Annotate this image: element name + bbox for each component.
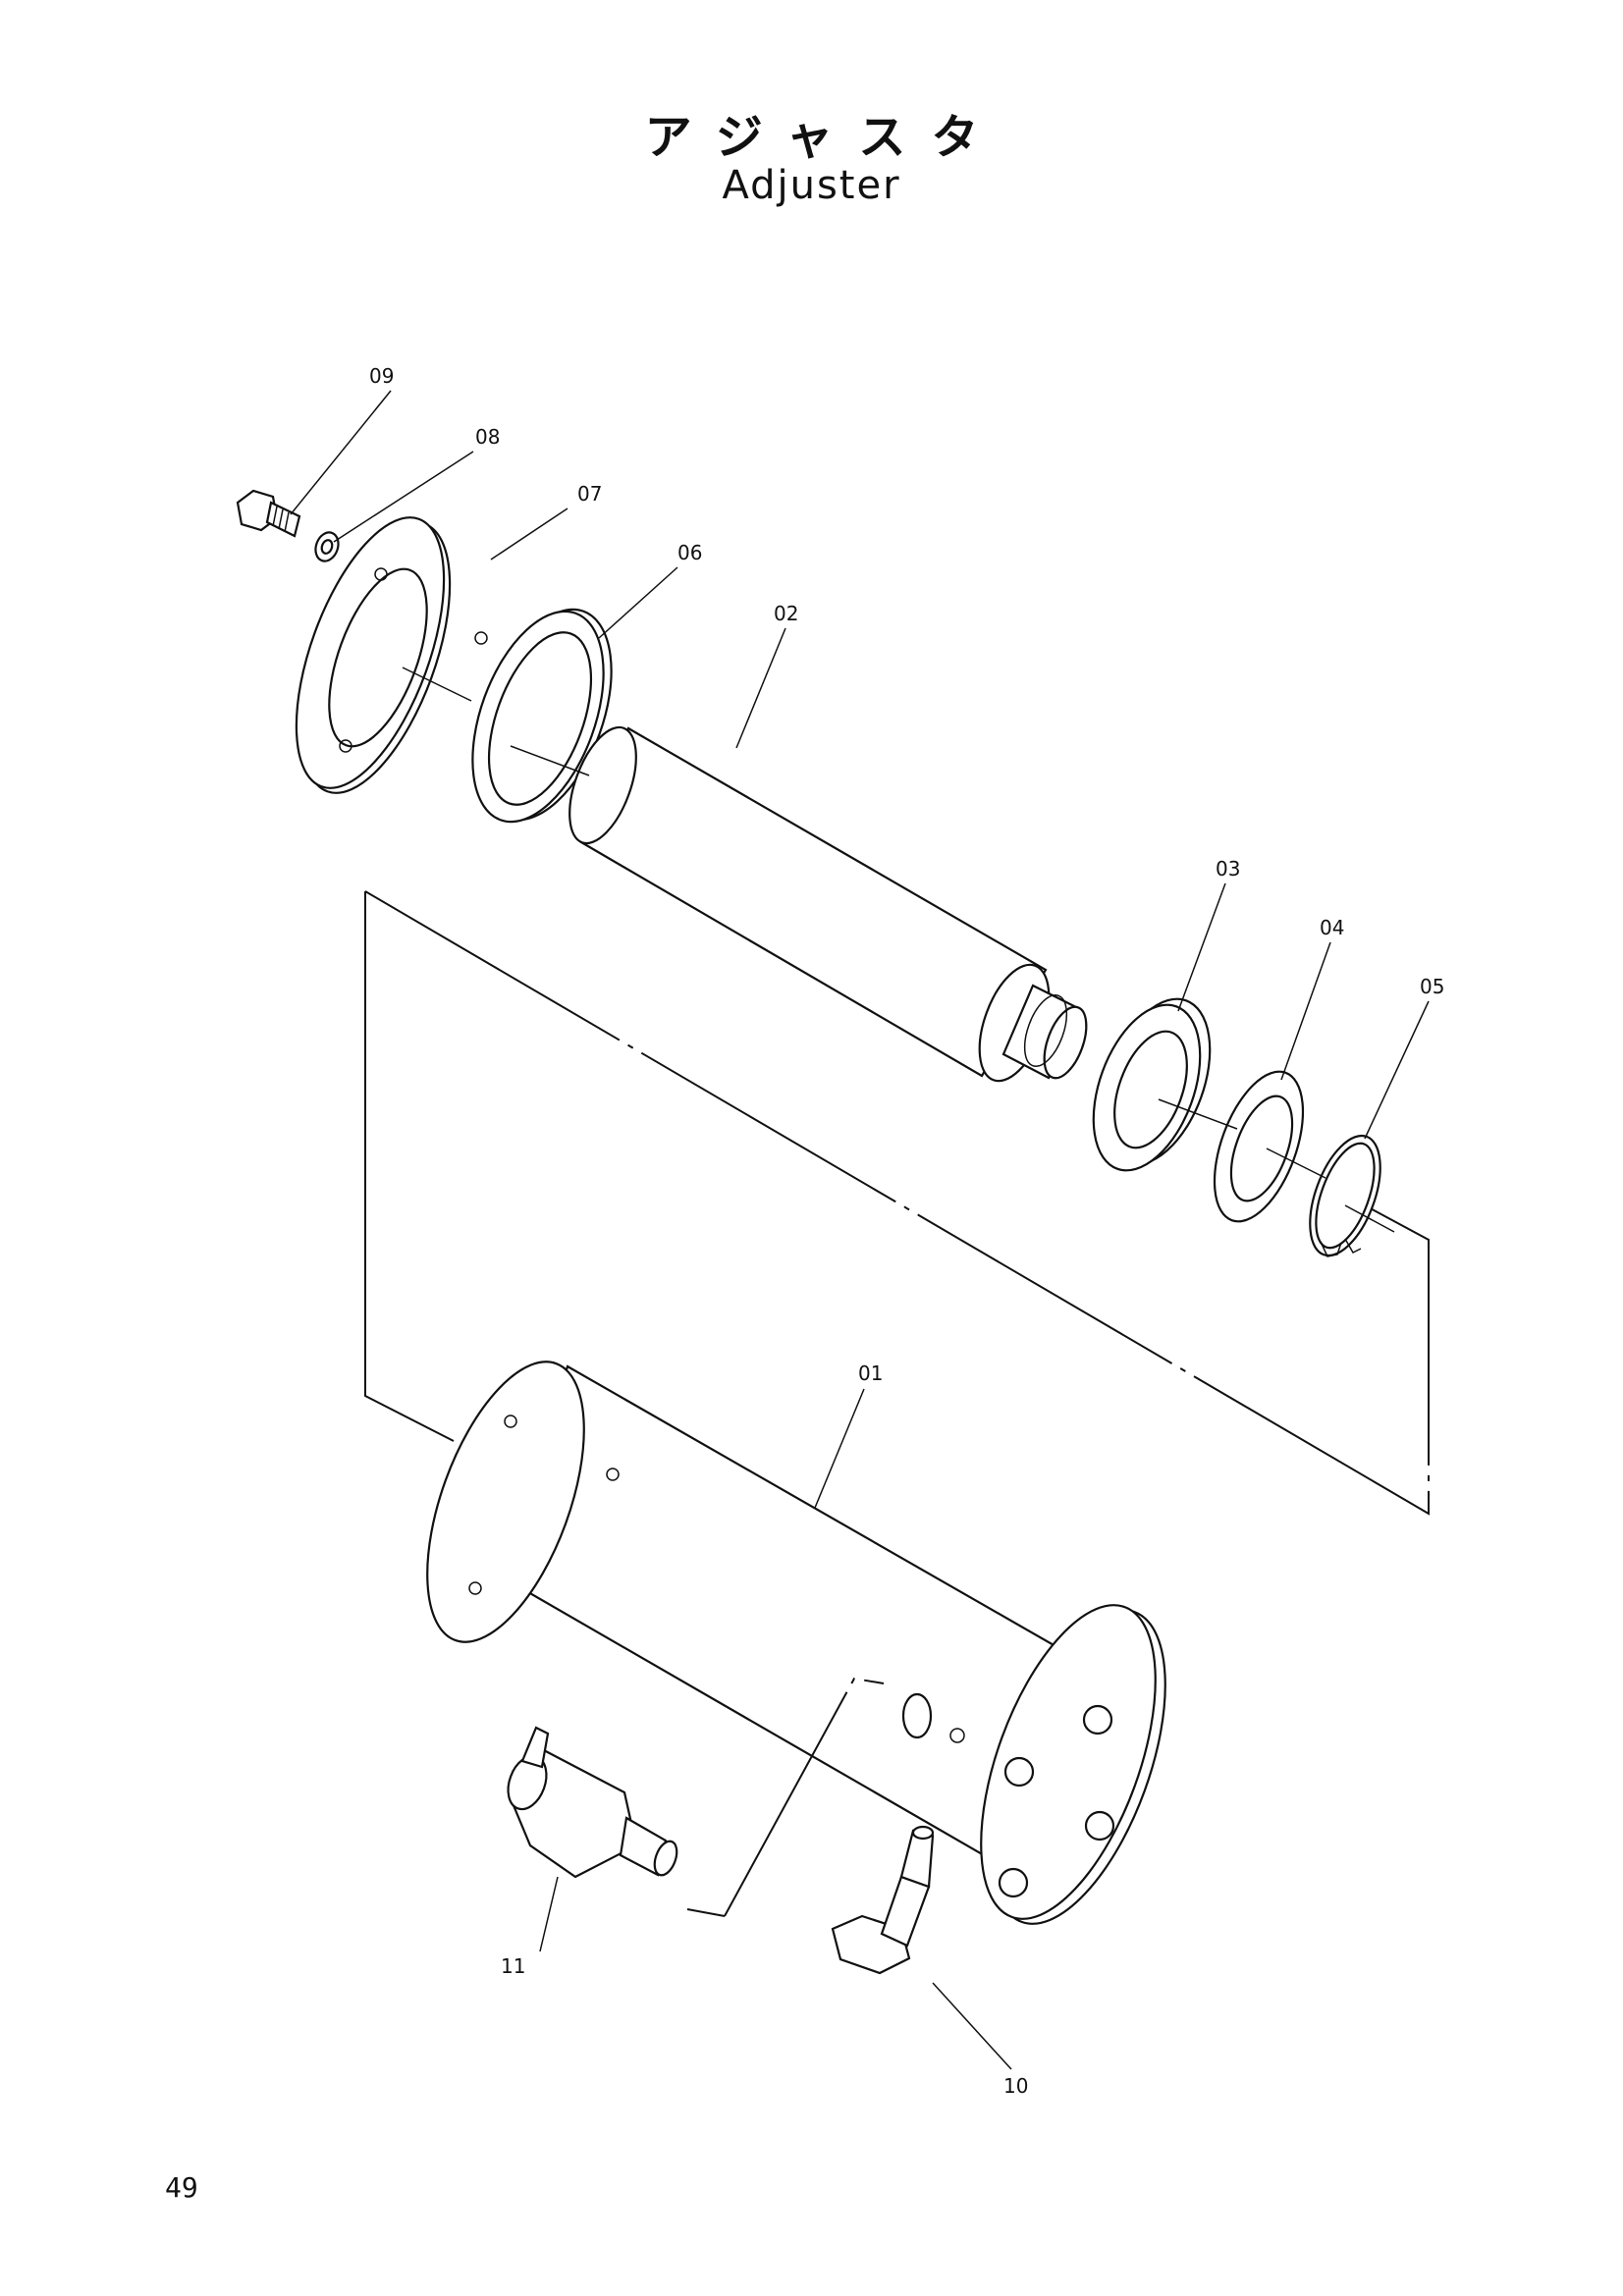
title-english: Adjuster [722,163,901,208]
leader-lines [290,390,1430,2070]
callout-05: 05 [1420,975,1444,998]
callout-01: 01 [858,1362,883,1385]
part-07-flange [295,516,488,794]
callout-04: 04 [1320,916,1344,939]
part-09-bolt [236,489,301,538]
part-11-grease-fitting [507,1726,678,1879]
part-02-piston [568,725,1088,1083]
page-number: 49 [165,2171,198,2204]
callout-11: 11 [501,1954,525,1978]
part-08-washer [314,531,340,562]
callout-02: 02 [774,602,798,625]
part-03-gland [1092,997,1212,1172]
callout-06: 06 [677,541,702,564]
callout-03: 03 [1216,857,1240,881]
part-04-ring [1213,1070,1305,1223]
title-japanese: アジャスタ [644,110,1004,165]
callout-09: 09 [369,364,394,388]
assembly-frame [364,890,1430,1516]
callout-08: 08 [475,425,500,449]
part-05-snap-ring [1309,1134,1381,1257]
callout-10: 10 [1003,2074,1028,2098]
callout-labels: 09 08 07 06 02 03 04 05 01 11 10 [369,364,1444,2098]
callout-07: 07 [577,482,602,506]
part-01-cylinder [426,1361,1166,1925]
part-10-plug [831,1825,935,1975]
